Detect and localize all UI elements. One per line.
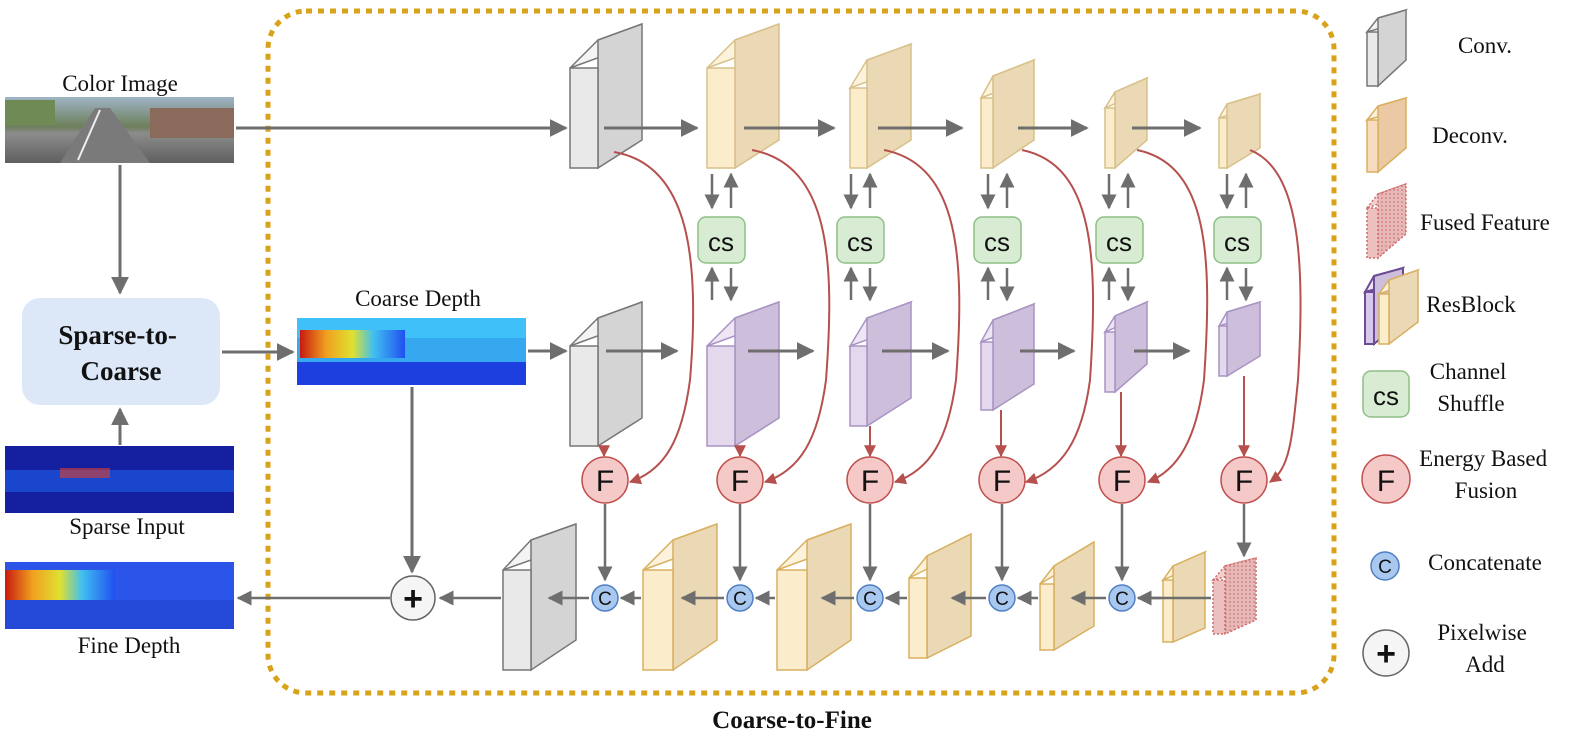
fusion-to-concat-arrows [597, 504, 1252, 582]
svg-text:cs: cs [1224, 227, 1250, 257]
svg-text:C: C [863, 589, 877, 610]
fusion-node-6: F [1220, 456, 1268, 504]
color-image-thumbnail [5, 97, 234, 163]
top-deconv-4 [1103, 76, 1149, 170]
fine-depth-thumbnail [5, 562, 234, 629]
svg-text:cs: cs [984, 227, 1010, 257]
fusion-node-3: F [846, 456, 894, 504]
svg-text:+: + [1376, 635, 1396, 673]
svg-text:F: F [1235, 465, 1253, 498]
cs-block-5: cs [1213, 172, 1262, 302]
bottom-deconv-2 [1039, 540, 1095, 652]
svg-text:F: F [993, 465, 1011, 498]
legend-channel-shuffle-icon: cs [1362, 370, 1410, 418]
coarse-depth-thumbnail [297, 318, 526, 385]
top-deconv-1 [706, 22, 780, 170]
legend-fused-feature-icon [1364, 182, 1409, 260]
mid-resblock-3 [979, 302, 1036, 412]
cs-block-4: cs [1095, 172, 1144, 302]
concat-node-1: C [591, 584, 619, 612]
top-deconv-2 [848, 42, 913, 170]
legend-resblock-icon [1362, 266, 1420, 347]
mid-resblock-1 [706, 300, 780, 448]
sparse-input-label: Sparse Input [69, 514, 185, 539]
mid-resblock-2 [848, 300, 913, 428]
concat-node-3: C [856, 584, 884, 612]
top-conv-block [569, 22, 643, 170]
svg-text:cs: cs [847, 227, 873, 257]
svg-text:C: C [733, 589, 747, 610]
legend-resblock-label: ResBlock [1426, 292, 1516, 317]
legend-concatenate-icon: C [1370, 551, 1400, 581]
legend-pixelwise-add-label: Pixelwise Add [1437, 620, 1532, 677]
legend-energy-fusion-label: Energy Based Fusion [1419, 446, 1553, 503]
coarse-to-fine-frame [265, 8, 1337, 696]
svg-text:+: + [403, 580, 423, 618]
cs-block-1: cs [697, 172, 746, 302]
legend-deconv-icon [1364, 96, 1409, 174]
concat-node-2: C [726, 584, 754, 612]
svg-text:F: F [1113, 465, 1131, 498]
coarse-depth-label: Coarse Depth [355, 286, 481, 311]
top-deconv-3 [979, 58, 1036, 170]
top-deconv-5 [1217, 92, 1262, 170]
sparse-input-thumbnail [5, 446, 234, 513]
legend-energy-fusion-icon: F [1361, 454, 1411, 504]
legend-deconv-label: Deconv. [1432, 123, 1508, 148]
svg-text:cs: cs [1373, 381, 1399, 411]
red-curve-arrows [613, 149, 1302, 485]
legend-concatenate-label: Concatenate [1428, 550, 1542, 575]
bottom-deconv-3 [908, 532, 972, 660]
sparse-to-coarse-box [22, 298, 220, 405]
fusion-node-4: F [978, 456, 1026, 504]
cs-block-3: cs [973, 172, 1022, 302]
sparse-to-coarse-label: Sparse-to- Coarse [58, 320, 183, 386]
mid-resblock-5 [1217, 300, 1262, 378]
svg-text:cs: cs [708, 227, 734, 257]
svg-text:F: F [731, 465, 749, 498]
svg-text:F: F [861, 465, 879, 498]
legend-pixelwise-add-icon: + [1362, 629, 1410, 677]
concat-node-5: C [1108, 584, 1136, 612]
svg-text:C: C [1378, 557, 1392, 578]
legend: Conv. Deconv. Fused Feature ResBlock cs [1361, 8, 1553, 677]
pixelwise-add-node: + [390, 575, 436, 621]
svg-text:C: C [598, 589, 612, 610]
legend-conv-icon [1364, 8, 1409, 88]
mid-resblock-4 [1103, 300, 1149, 394]
concat-node-4: C [988, 584, 1016, 612]
svg-text:F: F [596, 465, 614, 498]
fusion-node-2: F [716, 456, 764, 504]
cs-block-2: cs [836, 172, 885, 302]
svg-text:C: C [995, 589, 1009, 610]
svg-text:cs: cs [1106, 227, 1132, 257]
fusion-node-5: F [1098, 456, 1146, 504]
red-straight-arrows [598, 376, 1250, 458]
coarse-to-fine-label: Coarse-to-Fine [712, 707, 872, 734]
svg-text:C: C [1115, 589, 1129, 610]
fusion-node-1: F [581, 456, 629, 504]
fine-depth-label: Fine Depth [78, 633, 181, 658]
mid-conv-block [569, 300, 643, 448]
svg-text:F: F [1377, 465, 1395, 498]
legend-conv-label: Conv. [1458, 33, 1512, 58]
legend-fused-feature-label: Fused Feature [1420, 210, 1550, 235]
bottom-fused-feature [1210, 556, 1259, 636]
color-image-label: Color Image [62, 71, 178, 96]
legend-channel-shuffle-label: Channel Shuffle [1430, 359, 1512, 416]
